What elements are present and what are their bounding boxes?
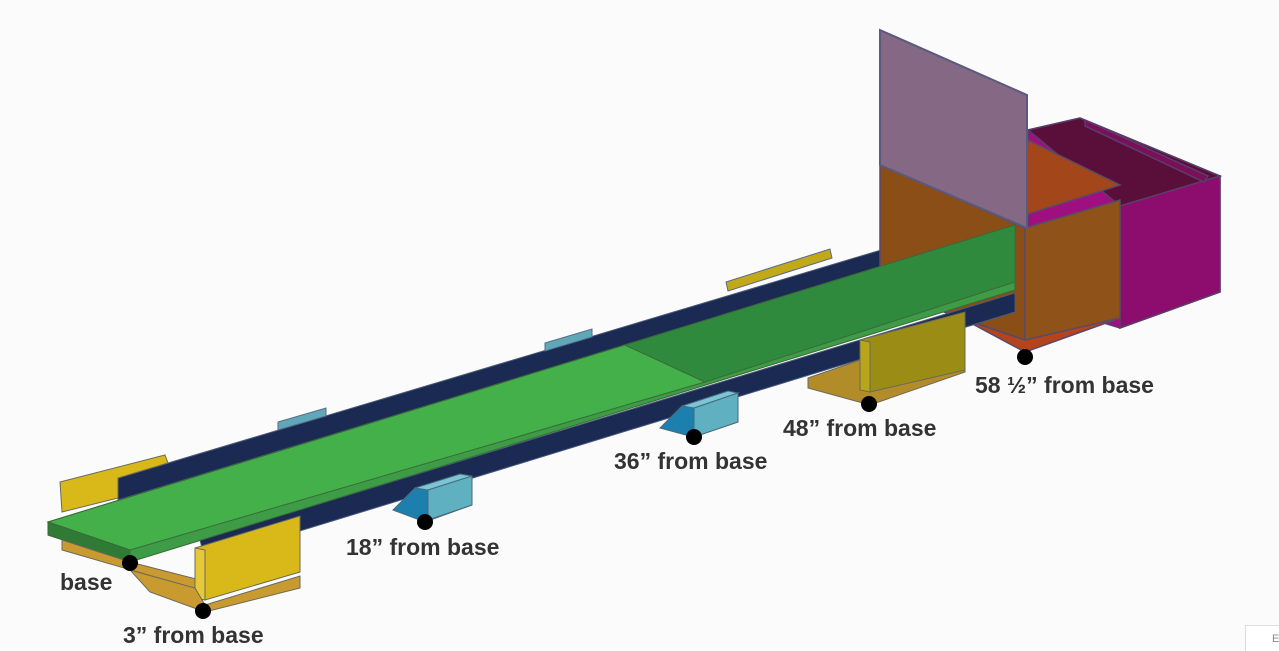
label-58-from-base: 58 ½” from base: [975, 372, 1154, 398]
back-panel: [879, 28, 1028, 230]
label-48-from-base: 48” from base: [783, 415, 937, 441]
marker-58: [1017, 349, 1033, 365]
marker-base: [122, 555, 138, 571]
support-36: [659, 390, 740, 438]
label-18-from-base: 18” from base: [346, 534, 500, 560]
marker-3: [195, 603, 211, 619]
label-3-from-base: 3” from base: [123, 622, 264, 648]
marker-18: [417, 514, 433, 530]
back-blocks: [277, 248, 833, 431]
support-18: [392, 473, 473, 523]
label-base: base: [60, 569, 113, 595]
marker-48: [861, 396, 877, 412]
support-48: [807, 311, 966, 406]
label-36-from-base: 36” from base: [614, 448, 768, 474]
ramp-surface: [46, 224, 1016, 563]
markers: [122, 349, 1033, 619]
support-3: [128, 515, 301, 613]
corner-button[interactable]: E: [1245, 625, 1279, 651]
marker-36: [686, 429, 702, 445]
